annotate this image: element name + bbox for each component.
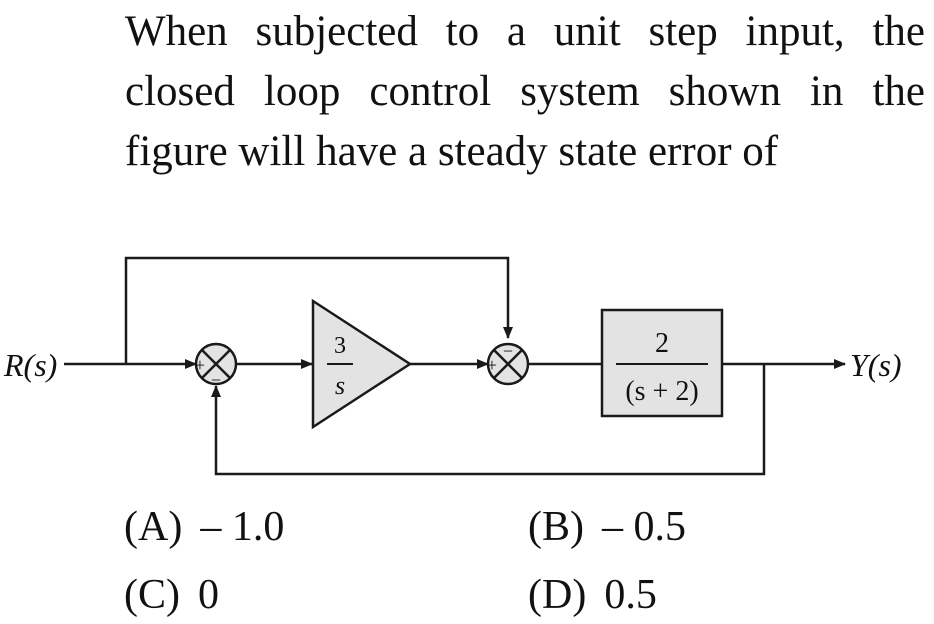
junction2-minus-sign: − — [503, 341, 513, 361]
summing-junction-2: + − — [486, 341, 530, 386]
option-b[interactable]: (B) – 0.5 — [528, 503, 686, 551]
junction2-plus-sign: + — [487, 355, 497, 375]
question-line: figure will have a steady state error of — [125, 128, 779, 175]
option-a-value: – 1.0 — [200, 504, 285, 550]
plant-denominator: (s + 2) — [625, 376, 698, 407]
option-a[interactable]: (A) – 1.0 — [124, 503, 284, 551]
output-label: Y(s) — [850, 347, 902, 383]
junction1-minus-sign: − — [211, 370, 221, 390]
feedforward-path — [124, 256, 513, 364]
plant-numerator: 2 — [655, 328, 669, 359]
option-c[interactable]: (C) 0 — [124, 571, 219, 619]
option-a-label: (A) — [124, 504, 183, 550]
option-b-label: (B) — [528, 504, 584, 550]
plant-block: 2 (s + 2) — [600, 308, 724, 418]
option-d-value: 0.5 — [604, 572, 657, 618]
question-line: closed loop control system shown in the — [125, 68, 925, 115]
feedback-path — [211, 364, 766, 476]
question-text: When subjected to a unit step input, the… — [125, 2, 925, 182]
integrator-block: 3 s — [311, 298, 413, 430]
summing-junction-1: + − — [194, 342, 238, 390]
option-b-value: – 0.5 — [602, 504, 686, 550]
option-d-label: (D) — [528, 572, 587, 618]
question-line: When subjected to a unit step input, the — [125, 8, 925, 55]
option-c-value: 0 — [198, 572, 219, 618]
integrator-numerator: 3 — [334, 333, 346, 359]
input-label: R(s) — [3, 347, 57, 383]
option-d[interactable]: (D) 0.5 — [528, 571, 657, 619]
junction1-plus-sign: + — [195, 355, 205, 375]
integrator-denominator: s — [335, 371, 345, 400]
option-c-label: (C) — [124, 572, 180, 618]
